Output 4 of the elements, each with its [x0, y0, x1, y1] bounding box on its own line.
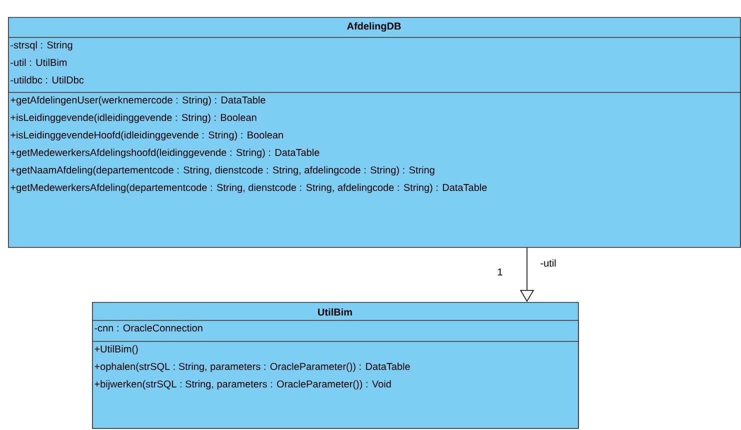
- attribute-compartment: -cnn : OracleConnection: [92, 320, 579, 342]
- multiplicity-label: 1: [498, 268, 502, 276]
- edge-label: -util: [539, 258, 558, 268]
- attribute-compartment: -strsql : String -util : UtilBim -utildbc : UtilDbc: [8, 37, 741, 93]
